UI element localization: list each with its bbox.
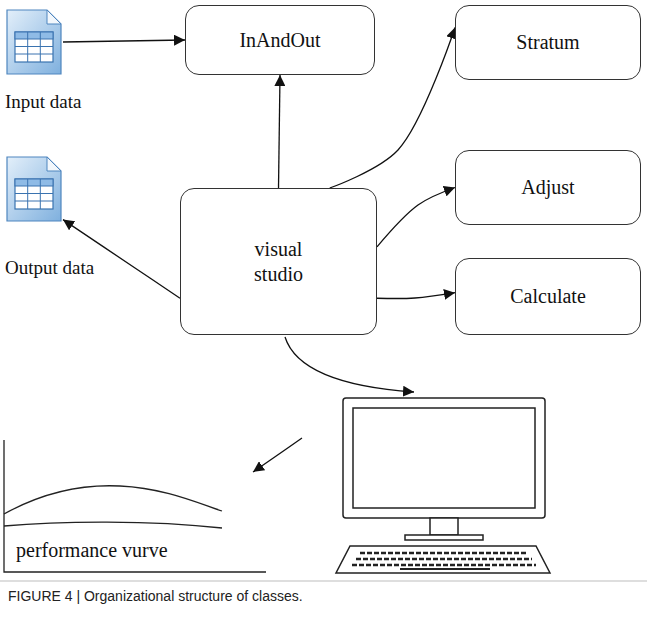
table-grid — [15, 32, 53, 62]
table-lines — [15, 32, 53, 62]
caption-rule — [0, 581, 647, 582]
arrow-to-computer — [285, 337, 414, 392]
spreadsheet-drawing — [7, 10, 61, 74]
spreadsheet-icon: Output data — [5, 155, 63, 223]
table-grid — [15, 179, 53, 209]
curve-upper — [4, 486, 222, 514]
document-sheet — [7, 10, 61, 74]
computer-icon — [336, 398, 550, 573]
connector-arrow — [377, 188, 455, 247]
figure-caption: FIGURE 4 | Organizational structure of c… — [8, 588, 303, 604]
class-box: InAndOut — [185, 5, 375, 75]
spreadsheet-drawing — [7, 157, 61, 221]
performance-chart: performance vurve — [0, 432, 270, 577]
item-label: Output data — [5, 256, 94, 280]
class-name: Calculate — [510, 284, 586, 309]
class-box: Calculate — [455, 258, 641, 335]
chart-drawing — [4, 440, 266, 572]
main-box: visual studio — [180, 188, 377, 335]
curve-lower — [4, 522, 222, 528]
class-box: Adjust — [455, 150, 641, 225]
class-name: Stratum — [516, 30, 579, 55]
table-header — [15, 179, 53, 186]
connector-arrow — [63, 40, 185, 42]
table-header — [15, 32, 53, 39]
spreadsheet-icon: Input data — [5, 8, 63, 76]
item-label: performance vurve — [16, 538, 168, 563]
item-label: Input data — [5, 90, 82, 114]
keyboard-keys — [352, 553, 536, 565]
class-name: Adjust — [521, 175, 574, 200]
monitor-base — [405, 535, 483, 540]
keyboard — [336, 546, 550, 573]
chart-axes — [4, 440, 266, 572]
class-box: Stratum — [455, 5, 641, 80]
page-fold — [47, 157, 61, 171]
page-fold — [47, 10, 61, 24]
connector-arrow — [279, 75, 281, 188]
table-lines — [15, 179, 53, 209]
arrow-to-curve — [253, 438, 302, 472]
monitor-neck — [430, 518, 458, 535]
icon-graphic — [5, 8, 63, 76]
connector-arrow — [377, 293, 455, 299]
screen — [353, 408, 535, 508]
class-name: visual studio — [234, 237, 324, 287]
document-sheet — [7, 157, 61, 221]
monitor — [343, 398, 545, 518]
icon-graphic — [5, 155, 63, 223]
class-name: InAndOut — [239, 28, 320, 53]
keyboard-space — [400, 568, 490, 570]
